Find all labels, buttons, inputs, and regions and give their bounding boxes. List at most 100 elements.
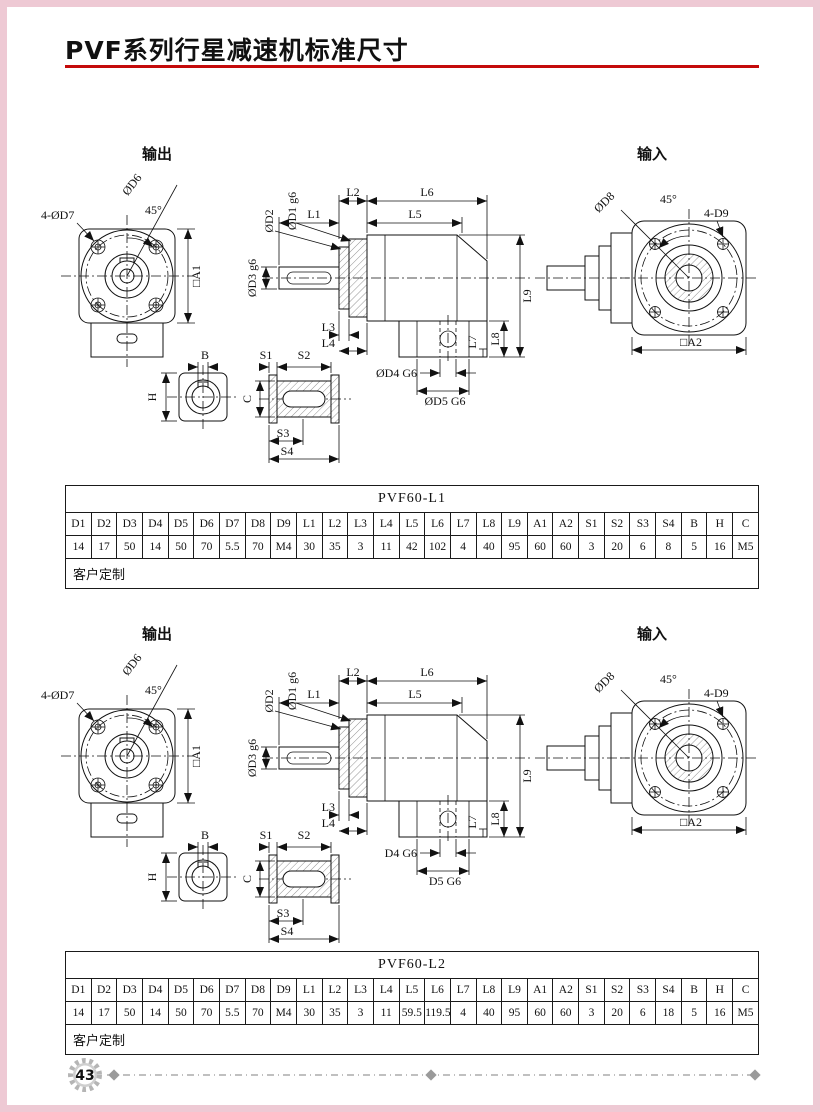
column-header: B: [680, 512, 708, 536]
dim-h: H: [145, 872, 159, 881]
dim-h: H: [145, 392, 159, 401]
column-header: L9: [501, 978, 528, 1002]
value-cell: 18: [655, 1001, 682, 1025]
dim-c: C: [240, 875, 254, 883]
table-title-row: PVF60-L2: [65, 951, 759, 979]
dim-l1: L1: [307, 207, 320, 221]
dim-s3: S3: [277, 426, 290, 440]
dim-d4: D4 G6: [385, 846, 417, 860]
column-header: L4: [372, 512, 400, 536]
value-cell: 40: [475, 535, 503, 559]
column-header: S1: [578, 978, 605, 1002]
dim-l8: L8: [488, 812, 502, 825]
value-cell: 30: [295, 1001, 323, 1025]
value-cell: 6: [629, 1001, 657, 1025]
column-header: D7: [218, 978, 246, 1002]
value-cell: 42: [398, 535, 426, 559]
column-header: S1: [578, 512, 605, 536]
column-header: S2: [603, 512, 631, 536]
dim-l8: L8: [488, 332, 502, 345]
column-header: C: [732, 512, 759, 536]
column-header: D5: [167, 512, 195, 536]
dim-l6: L6: [420, 665, 433, 679]
dim-c: C: [240, 395, 254, 403]
column-header: D9: [270, 512, 297, 536]
dim-d5: D5 G6: [429, 874, 461, 888]
column-header: A1: [526, 512, 554, 536]
dim-l2: L2: [346, 185, 359, 199]
value-cell: 3: [578, 535, 605, 559]
dim-s3: S3: [277, 906, 290, 920]
value-cell: 70: [193, 1001, 220, 1025]
column-header: L2: [321, 978, 349, 1002]
dim-l7: L7: [465, 815, 479, 828]
value-cell: 5: [680, 535, 708, 559]
value-cell: 4: [449, 535, 477, 559]
column-header: B: [680, 978, 708, 1002]
dim-d6: ØD6: [119, 171, 144, 198]
key-section-view: [255, 362, 351, 463]
column-header: L3: [347, 512, 374, 536]
value-cell: 5: [680, 1001, 708, 1025]
column-header: D5: [167, 978, 195, 1002]
value-cell: 50: [167, 1001, 195, 1025]
value-cell: 20: [603, 1001, 631, 1025]
value-cell: 59.5: [398, 1001, 426, 1025]
value-cell: 6: [629, 535, 657, 559]
technical-drawing-2: 输出 4-ØD7 ØD6 45° □A1: [41, 625, 758, 943]
column-header: L4: [372, 978, 400, 1002]
value-cell: M5: [732, 1001, 759, 1025]
value-cell: 4: [449, 1001, 477, 1025]
value-cell: 3: [347, 1001, 374, 1025]
value-cell: M4: [270, 535, 297, 559]
output-label: 输出: [142, 625, 172, 643]
table-note: 客户定制: [65, 1024, 759, 1055]
key-section-view: [255, 842, 351, 943]
value-cell: 70: [244, 1001, 272, 1025]
dim-d3: ØD3 g6: [245, 739, 259, 777]
column-header: C: [732, 978, 759, 1002]
value-cell: 11: [372, 535, 400, 559]
table-title: PVF60-L2: [65, 951, 759, 979]
column-header: L5: [398, 978, 426, 1002]
table-title: PVF60-L1: [65, 485, 759, 513]
dim-a1: □A1: [189, 745, 203, 767]
column-header: D7: [218, 512, 246, 536]
side-section-view: [261, 675, 531, 875]
technical-drawing-1: 输出 4-ØD7 ØD6 45° □A1: [41, 145, 758, 463]
dim-d6: ØD6: [119, 651, 144, 678]
value-cell: 50: [167, 535, 195, 559]
page-title: PVF系列行星减速机标准尺寸: [65, 36, 409, 65]
value-cell: 60: [526, 535, 554, 559]
column-header: L8: [475, 978, 503, 1002]
dim-a2: □A2: [680, 335, 702, 349]
value-cell: 5.5: [218, 535, 246, 559]
column-header: L1: [295, 978, 323, 1002]
column-header: D2: [90, 978, 118, 1002]
output-front-view: [61, 664, 195, 847]
page-number-gear-icon: [68, 1058, 102, 1092]
dim-b: B: [201, 348, 209, 362]
column-header: S3: [629, 978, 657, 1002]
column-header: S4: [655, 512, 682, 536]
value-cell: 16: [706, 1001, 734, 1025]
dim-d5: ØD5 G6: [425, 394, 466, 408]
table-note-row: 客户定制: [65, 1024, 759, 1055]
dim-l4: L4: [322, 816, 335, 830]
dim-s4: S4: [281, 924, 294, 938]
column-header: A1: [526, 978, 554, 1002]
dim-l4: L4: [322, 336, 335, 350]
column-header: L7: [449, 978, 477, 1002]
output-label: 输出: [142, 145, 172, 163]
column-header: L6: [424, 978, 451, 1002]
value-cell: 70: [193, 535, 220, 559]
column-header: L1: [295, 512, 323, 536]
dim-l6: L6: [420, 185, 433, 199]
dim-l3: L3: [322, 320, 335, 334]
dim-angle-input: 45°: [660, 672, 677, 686]
value-cell: 95: [501, 535, 528, 559]
dim-angle-input: 45°: [660, 192, 677, 206]
column-header: A2: [552, 512, 580, 536]
